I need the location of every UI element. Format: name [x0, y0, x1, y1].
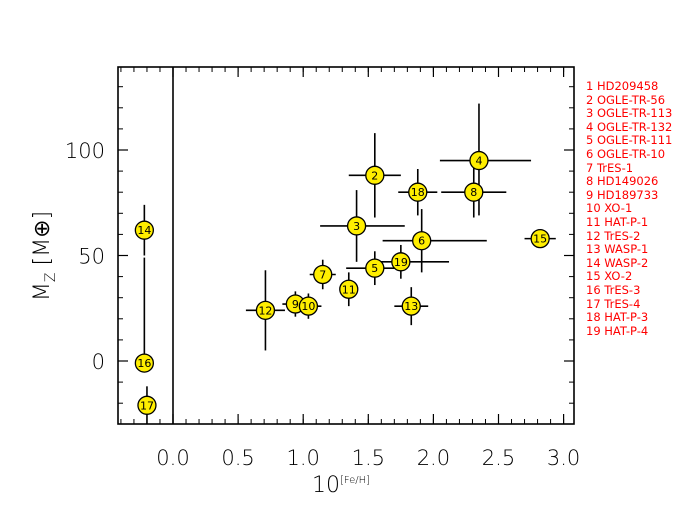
data-point-marker	[134, 353, 155, 373]
data-point-marker	[391, 252, 411, 272]
legend-entry: 16 TrES-3	[586, 282, 641, 297]
data-point-label: 6	[418, 235, 425, 248]
data-point-label: 11	[342, 283, 356, 296]
error-bars	[141, 103, 556, 425]
y-tick-label: 0	[92, 350, 105, 374]
data-point-marker	[401, 296, 421, 316]
legend-entry: 18 HAT-P-3	[586, 310, 649, 325]
legend-entry: 5 OGLE-TR-111	[586, 133, 673, 148]
data-point-marker	[346, 216, 367, 236]
data-point-label: 19	[394, 256, 408, 269]
data-point-label: 9	[292, 298, 299, 311]
data-point-marker	[313, 264, 333, 285]
data-point-marker	[255, 300, 276, 321]
data-point-marker	[464, 182, 484, 202]
x-tick-label: 3.0	[547, 446, 580, 470]
x-tick-label: 0.5	[221, 446, 254, 470]
data-point-marker	[530, 228, 550, 249]
axis-titles: 10[Fe/H] MZ [M⊕]	[30, 211, 370, 498]
data-point-label: 13	[404, 300, 418, 313]
legend-entry: 9 HD189733	[586, 187, 659, 202]
axis-ticks	[118, 67, 574, 424]
data-point-marker	[469, 150, 489, 171]
legend-entry: 8 HD149026	[586, 174, 659, 189]
legend-entry: 12 TrES-2	[586, 228, 641, 243]
x-tick-label: 1.5	[352, 446, 385, 470]
legend-entry: 11 HAT-P-1	[586, 214, 649, 229]
y-tick-label: 50	[78, 245, 105, 269]
y-tick-label: 100	[65, 139, 105, 163]
legend-entry: 4 OGLE-TR-132	[586, 119, 673, 134]
tick-labels: 0.0 0.5 1.0 1.5 2.0 2.5 3.0 0 50 100	[65, 139, 580, 470]
legend-entry: 15 XO-2	[586, 269, 633, 284]
legend-entry: 19 HAT-P-4	[586, 323, 649, 338]
data-point-label: 17	[140, 399, 154, 412]
data-point-label: 2	[371, 169, 378, 182]
data-point-label: 15	[533, 233, 547, 246]
legend-entry: 14 WASP-2	[586, 255, 649, 270]
data-point-label: 10	[301, 300, 315, 313]
x-tick-label: 0.0	[156, 446, 189, 470]
data-point-marker	[137, 395, 157, 415]
data-point-label: 5	[371, 262, 378, 275]
data-point-label: 7	[319, 268, 326, 281]
legend-entry: 7 TrES-1	[586, 160, 634, 175]
data-point-label: 14	[137, 224, 151, 237]
data-point-marker	[412, 231, 432, 251]
legend-entry: 3 OGLE-TR-113	[586, 106, 673, 121]
x-tick-label: 2.0	[417, 446, 450, 470]
data-point-label: 3	[353, 220, 360, 233]
data-point-label: 16	[137, 357, 151, 370]
x-axis-label: 10[Fe/H]	[312, 473, 370, 498]
x-tick-label: 2.5	[482, 446, 515, 470]
data-point-marker	[298, 296, 319, 316]
y-axis-label: MZ [M⊕]	[30, 211, 59, 301]
data-point-marker	[408, 182, 428, 202]
legend-entry: 6 OGLE-TR-10	[586, 146, 666, 161]
legend-entry: 10 XO-1	[586, 201, 633, 216]
x-tick-label: 1.0	[286, 446, 319, 470]
legend-entry: 1 HD209458	[586, 79, 659, 93]
plot-axes	[117, 66, 575, 425]
legend-entry: 17 TrES-4	[586, 296, 641, 311]
data-point-label: 4	[475, 155, 482, 168]
data-point-marker	[339, 279, 359, 299]
legend-entry: 2 OGLE-TR-56	[586, 92, 666, 107]
data-point-label: 8	[470, 186, 477, 199]
legend-entry: 13 WASP-1	[586, 242, 649, 257]
data-point-marker	[134, 220, 155, 240]
data-point-marker	[365, 165, 385, 185]
data-point-label: 18	[411, 186, 425, 199]
plot-frame	[117, 66, 575, 425]
data-point-marker	[365, 258, 385, 278]
data-point-label: 12	[258, 304, 272, 317]
